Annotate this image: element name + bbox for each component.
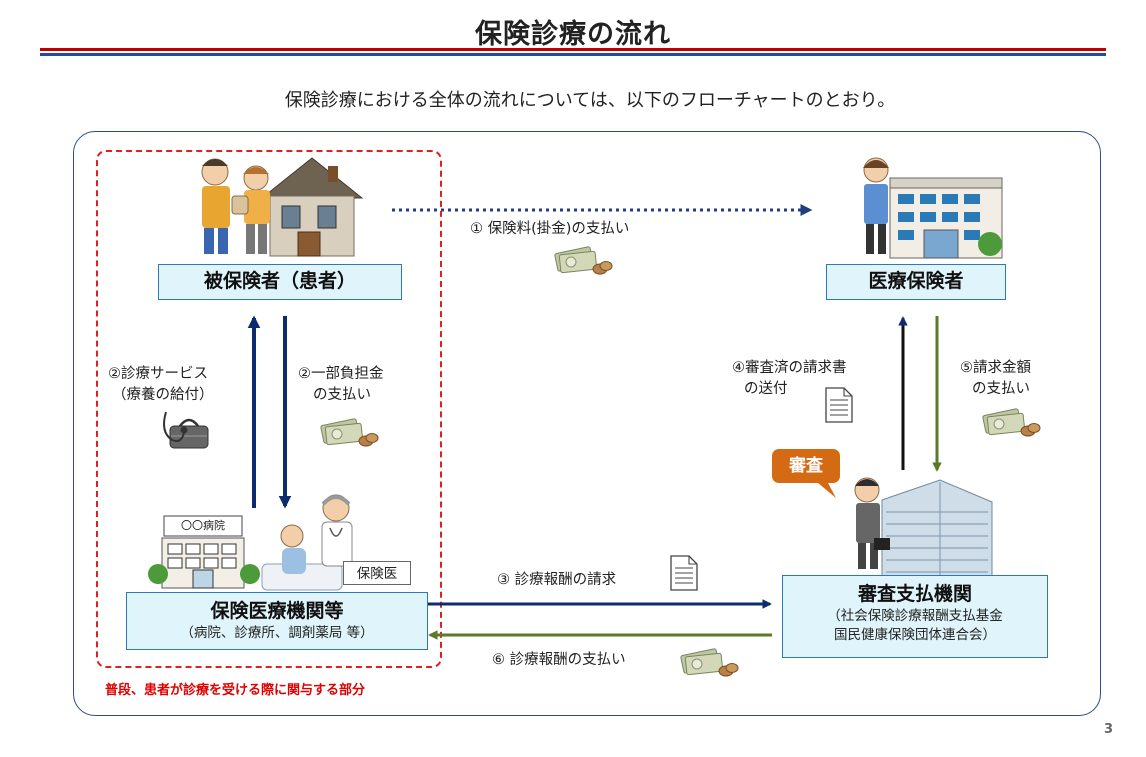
- node-insurer-box: 医療保険者: [826, 264, 1006, 300]
- money-icon: [982, 407, 1041, 437]
- stethoscope-bag-icon: [163, 411, 209, 449]
- review-badge-pointer: [818, 483, 836, 498]
- patient-scope-frame: [96, 150, 442, 668]
- node-reviewer-box: 審査支払機関 （社会保険診療報酬支払基金 国民健康保険団体連合会）: [782, 575, 1048, 658]
- flowchart-frame: [73, 131, 1101, 716]
- flow-4-line1: ④審査済の請求書: [732, 360, 847, 376]
- hospital-sign: 〇〇病院: [181, 519, 225, 532]
- flow-2a-line1: ②診療サービス: [108, 366, 208, 382]
- node-insured-box: 被保険者（患者）: [158, 264, 402, 300]
- node-provider-label: 保険医療機関等: [210, 600, 344, 622]
- flow-2b-line1: ②一部負担金: [298, 366, 384, 382]
- node-reviewer-sub2: 国民健康保険団体連合会）: [834, 627, 996, 643]
- flow-4-line2: の送付: [744, 381, 788, 397]
- flow-6-label: ⑥ 診療報酬の支払い: [492, 652, 626, 668]
- node-insured-label: 被保険者（患者）: [203, 270, 356, 292]
- family-house-illustration: [201, 157, 364, 257]
- title-rule-blue: [40, 53, 1106, 56]
- flow-2b-line2: の支払い: [313, 387, 371, 403]
- doctor-patient-illustration: [261, 494, 353, 591]
- money-icon: [680, 647, 739, 677]
- document-icon: [670, 555, 698, 591]
- patient-scope-note: 普段、患者が診療を受ける際に関与する部分: [105, 683, 366, 698]
- review-building-illustration: [818, 477, 993, 579]
- review-badge: 審査: [772, 449, 840, 483]
- flow-3-label: ③ 診療報酬の請求: [497, 572, 617, 588]
- intro-text: 保険診療における全体の流れについては、以下のフローチャートのとおり。: [284, 90, 896, 111]
- node-insurer-label: 医療保険者: [868, 270, 964, 292]
- money-icon: [320, 417, 379, 447]
- flow-5-line2: の支払い: [972, 381, 1030, 397]
- node-provider-sub: （病院、診療所、調剤薬局 等）: [180, 625, 374, 641]
- flow-1-label: ① 保険料(掛金)の支払い: [470, 221, 630, 237]
- hospital-illustration: [148, 515, 260, 589]
- insurer-building-illustration: [863, 157, 1003, 259]
- node-provider-box: 保険医療機関等 （病院、診療所、調剤薬局 等）: [126, 592, 428, 650]
- flow-5-line1: ⑤請求金額: [960, 360, 1031, 376]
- node-reviewer-sub1: （社会保険診療報酬支払基金: [827, 608, 1003, 624]
- node-reviewer-label: 審査支払機関: [857, 583, 972, 605]
- page-title: 保険診療の流れ: [475, 19, 671, 50]
- document-icon: [825, 387, 853, 423]
- flow-2a-line2: （療養の給付）: [112, 387, 214, 403]
- title-rule-red: [40, 48, 1106, 51]
- insurance-doctor-tag: 保険医: [343, 561, 411, 585]
- page-number: 3: [1104, 722, 1114, 737]
- money-icon: [554, 245, 613, 275]
